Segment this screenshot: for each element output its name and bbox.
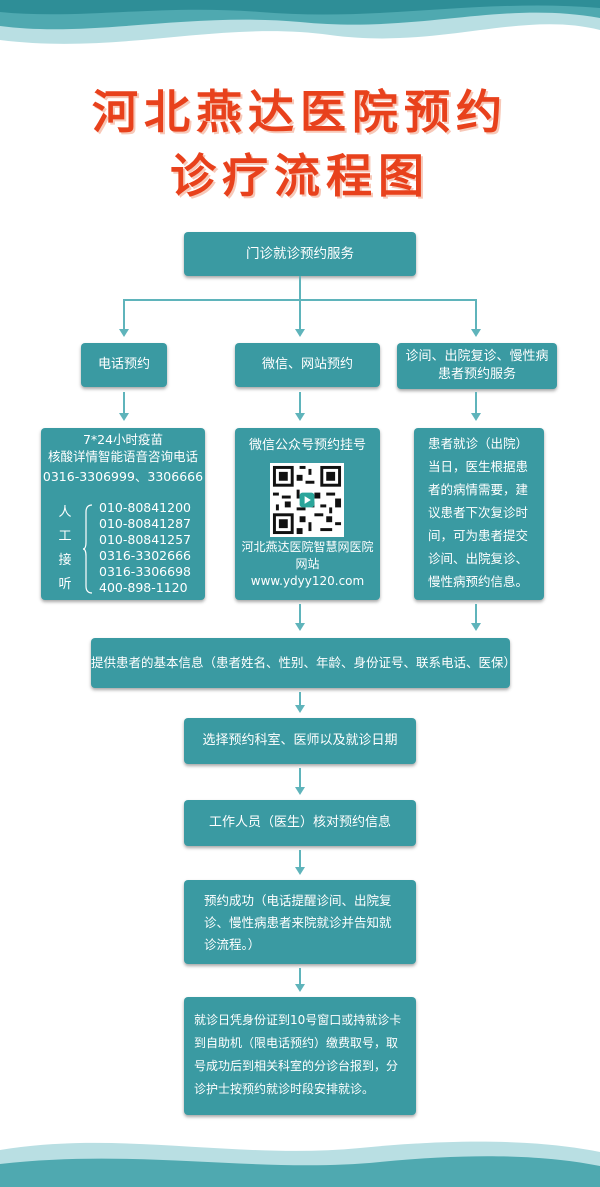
connector [299,299,301,329]
connector [299,276,301,300]
arrow-down-icon [119,413,129,421]
connector [475,604,477,624]
qr-code-icon [270,463,344,537]
arrow-down-icon [295,787,305,795]
phone-number: 400-898-1120 [99,580,188,595]
connector [123,299,125,329]
visit-line: 就诊日凭身份证到10号窗口或持就诊卡 [194,1013,402,1027]
connector [475,299,477,329]
arrow-down-icon [295,984,305,992]
success-line: 诊、慢性病患者来院就诊并告知就 [204,915,392,930]
top-wave-decoration [0,0,600,44]
followup-detail-box: 患者就诊（出院） 当日，医生根据患 者的病情需要，建 议患者下次复诊时 间，可为… [414,428,544,600]
hotline-numbers: 0316-3306999、3306666 [42,469,204,484]
connector [299,850,301,868]
brace-icon [83,504,93,594]
arrow-down-icon [295,413,305,421]
provide-info-box: 提供患者的基本信息（患者姓名、性别、年龄、身份证号、联系电话、医保） [91,638,516,688]
connector [299,968,301,986]
bottom-wave-decoration [0,1141,600,1187]
phone-number: 010-80841200 [99,500,191,515]
followup-detail-line: 慢性病预约信息。 [428,574,529,589]
page-title-line1: 河北燕达医院预约 [92,85,508,139]
connector [299,692,301,706]
followup-detail-line: 诊间、出院复诊、 [428,551,529,566]
arrow-down-icon [471,329,481,337]
arrow-down-icon [295,329,305,337]
phone-number: 010-80841257 [99,532,191,547]
followup-detail-line: 患者就诊（出院） [428,436,529,451]
followup-appointment-box: 诊间、出院复诊、慢性病 患者预约服务 [397,343,557,389]
followup-detail-line: 间，可为患者提交 [428,528,529,543]
phone-number: 0316-3306698 [99,564,191,579]
phone-appointment-box: 电话预约 [81,343,167,387]
manual-label-char: 听 [58,577,72,592]
wechat-website-appointment-box: 微信、网站预约 [235,343,380,387]
visit-line: 到自助机（限电话预约）缴费取号，取 [194,1036,399,1050]
arrow-down-icon [295,623,305,631]
site-name-line1: 河北燕达医院智慧网医院 [241,540,374,554]
connector [475,392,477,414]
arrow-down-icon [471,623,481,631]
arrow-down-icon [119,329,129,337]
arrow-down-icon [471,413,481,421]
connector [299,768,301,788]
success-line: 诊流程。） [204,937,261,952]
outpatient-appointment-service-box: 门诊就诊预约服务 [184,232,416,276]
followup-line2: 患者预约服务 [437,367,516,382]
manual-label-char: 接 [58,553,72,568]
site-name-line2: 网站 [295,557,320,571]
hotline-title: 7*24小时疫苗 [82,432,164,447]
visit-instructions-box: 就诊日凭身份证到10号窗口或持就诊卡 到自助机（限电话预约）缴费取号，取 号成功… [184,997,416,1115]
manual-answer-label: 人 工 接 听 [55,501,75,597]
verify-info-box: 工作人员（医生）核对预约信息 [184,800,416,846]
connector [123,392,125,414]
success-line: 预约成功（电话提醒诊间、出院复 [204,893,392,908]
followup-detail-line: 者的病情需要，建 [428,482,529,497]
visit-line: 诊护士按预约就诊时段安排就诊。 [194,1082,375,1096]
arrow-down-icon [295,705,305,713]
followup-line1: 诊间、出院复诊、慢性病 [405,349,549,364]
hotline-subtitle: 核酸详情智能语音咨询电话 [47,449,198,464]
page-title-line2: 诊疗流程图 [170,149,430,203]
phone-number: 0316-3302666 [99,548,191,563]
wechat-heading: 微信公众号预约挂号 [248,438,366,453]
phone-detail-box: 7*24小时疫苗 核酸详情智能语音咨询电话 0316-3306999、33066… [41,428,205,600]
followup-detail-line: 议患者下次复诊时 [428,505,529,520]
connector [299,392,301,414]
manual-label-char: 工 [58,529,72,544]
visit-line: 号成功后到相关科室的分诊台报到，分 [194,1059,399,1073]
connector [299,604,301,624]
select-department-box: 选择预约科室、医师以及就诊日期 [184,718,416,764]
appointment-success-box: 预约成功（电话提醒诊间、出院复 诊、慢性病患者来院就诊并告知就 诊流程。） [184,880,416,964]
site-url: www.ydyy120.com [250,574,365,588]
manual-number-list: 010-80841200 010-80841287 010-80841257 0… [99,500,191,596]
arrow-down-icon [295,867,305,875]
phone-number: 010-80841287 [99,516,191,531]
manual-label-char: 人 [58,505,72,520]
followup-detail-line: 当日，医生根据患 [428,459,529,474]
